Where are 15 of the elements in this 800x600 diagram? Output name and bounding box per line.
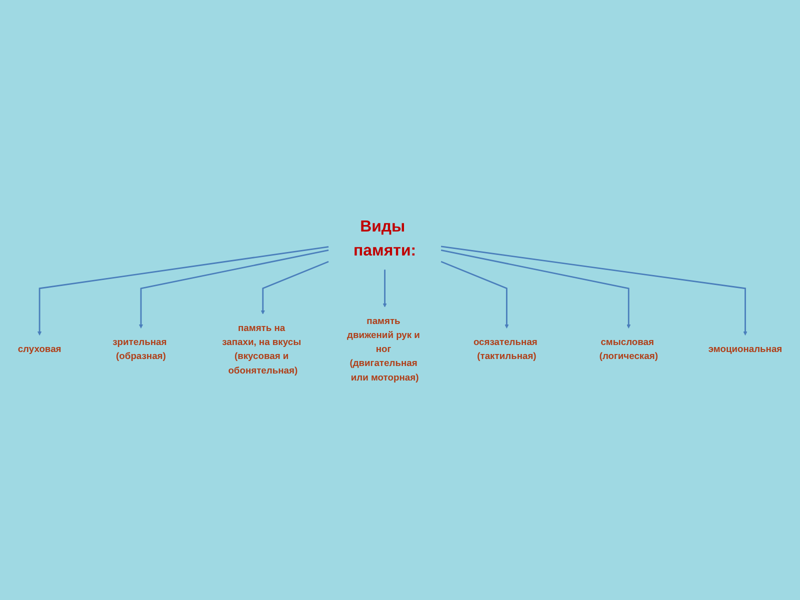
arrow — [440, 261, 509, 329]
node-text: Виды памяти: — [354, 218, 416, 260]
node-text: слуховая — [18, 344, 62, 355]
node-text: эмоциональная — [708, 344, 782, 355]
node-text: память движений рук и ног (двигательная или моторная) — [347, 316, 420, 383]
arrow — [440, 246, 748, 336]
arrow — [382, 270, 387, 308]
arrow — [37, 246, 329, 336]
arrow — [138, 250, 329, 329]
node-text: осязательная (тактильная) — [473, 338, 538, 362]
node-text: смысловая (логическая) — [599, 338, 658, 362]
arrow — [440, 250, 631, 329]
arrow — [260, 261, 329, 315]
node-text: зрительная (образная) — [112, 338, 167, 362]
node-text: память на запахи, на вкусы (вкусовая и обонятельная) — [222, 323, 302, 376]
